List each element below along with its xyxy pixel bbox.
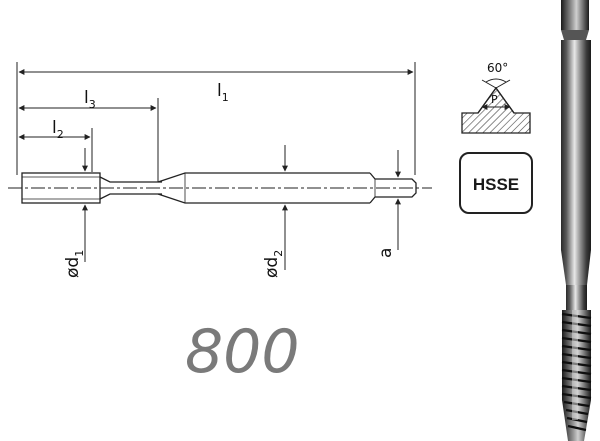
- model-number: 800: [185, 317, 300, 387]
- l1-label: l1: [217, 81, 229, 104]
- thread-profile-icon: 60° P: [461, 61, 531, 134]
- d1-label: ød1: [63, 250, 86, 278]
- material-badge-text: HSSE: [473, 175, 519, 194]
- neck-bottom: [99, 193, 162, 200]
- material-badge: HSSE: [459, 152, 533, 214]
- a-label: a: [376, 248, 396, 258]
- tap-photo: [561, 0, 592, 441]
- tap-side-view: [8, 172, 432, 204]
- l2-label: l2: [52, 118, 64, 141]
- shank-top: [157, 172, 370, 183]
- thread-pitch-label: P: [491, 93, 498, 106]
- dimension-lines: [16, 62, 416, 270]
- neck-top: [99, 176, 162, 183]
- square-end: [369, 172, 417, 204]
- thread-angle-label: 60°: [487, 61, 508, 75]
- l3-label: l3: [84, 88, 96, 111]
- thread-section: [21, 172, 101, 204]
- shank-bottom: [157, 193, 370, 204]
- d2-label: ød2: [262, 250, 285, 278]
